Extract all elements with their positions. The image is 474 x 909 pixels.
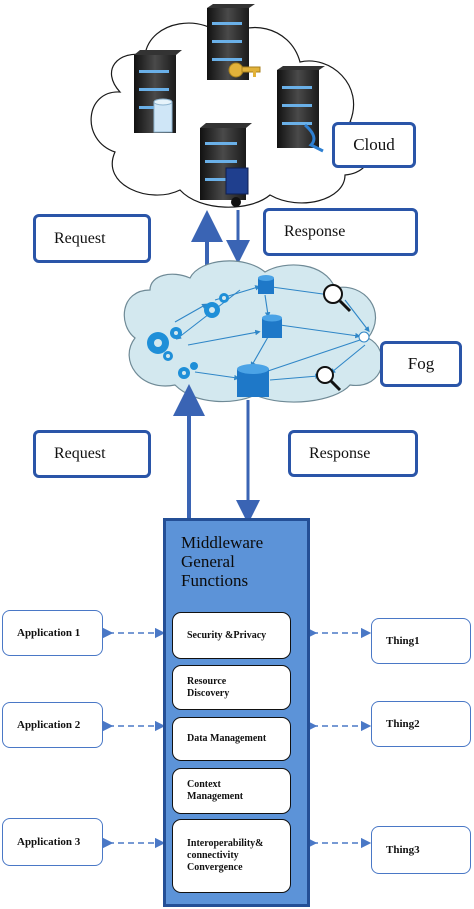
fog-label: Fog [380,341,462,387]
request-label-upper: Request [33,214,151,263]
request-label-upper-text: Request [54,229,106,247]
dashed-connectors [102,627,372,849]
database-icon [258,275,274,294]
response-label-upper: Response [263,208,418,256]
thing-2-box: Thing2 [371,701,471,747]
cloud-label: Cloud [332,122,416,168]
thing-label: Thing3 [386,844,420,856]
request-label-lower: Request [33,430,151,478]
function-label: Management [187,791,244,802]
function-label: Security &Privacy [187,629,267,641]
function-context-management: Context Management [172,768,291,814]
function-interoperability: Interoperability& connectivity Convergen… [172,819,291,893]
function-security-privacy: Security &Privacy [172,612,291,659]
gear-icon [204,293,229,318]
middleware-title: Middleware General Functions [181,533,301,590]
fog-shape [123,260,383,403]
response-label-upper-text: Response [284,223,346,240]
function-label: Convergence [187,862,243,873]
server-rack-icon [207,4,255,80]
function-label: Context [187,779,221,790]
gear-icon [178,362,198,379]
database-icon [153,98,173,133]
middleware-title-line: Middleware [181,533,264,552]
application-label: Application 2 [17,719,81,731]
monitor-icon [225,167,249,207]
application-3-box: Application 3 [2,818,103,866]
response-label-lower: Response [288,430,418,477]
database-icon [262,314,282,338]
database-icon [237,364,269,397]
magnifier-icon [323,284,352,313]
gear-icon [147,327,182,361]
magnifier-icon [316,366,342,392]
function-label: Interoperability& [187,838,264,849]
middleware-title-line: Functions [181,571,249,590]
application-label: Application 1 [17,627,81,639]
thing-label: Thing1 [386,635,420,647]
middleware-title-line: General [181,552,235,571]
thing-1-box: Thing1 [371,618,471,664]
function-label: Discovery [187,687,230,699]
cloud-label-text: Cloud [353,135,395,154]
thing-label: Thing2 [386,718,420,730]
application-2-box: Application 2 [2,702,103,748]
fog-label-text: Fog [407,354,435,373]
thing-3-box: Thing3 [371,826,471,874]
function-label: Data Management [187,733,267,744]
function-resource-discovery: Resource Discovery [172,665,291,710]
fog-node [358,331,370,343]
server-rack-icon [277,66,325,153]
application-label: Application 3 [17,836,81,848]
function-data-management: Data Management [172,717,291,761]
key-icon [228,62,261,78]
request-label-lower-text: Request [54,445,106,462]
application-1-box: Application 1 [2,610,103,656]
function-label: connectivity [187,850,239,861]
function-label: Resource [187,675,227,687]
response-label-lower-text: Response [309,444,371,462]
